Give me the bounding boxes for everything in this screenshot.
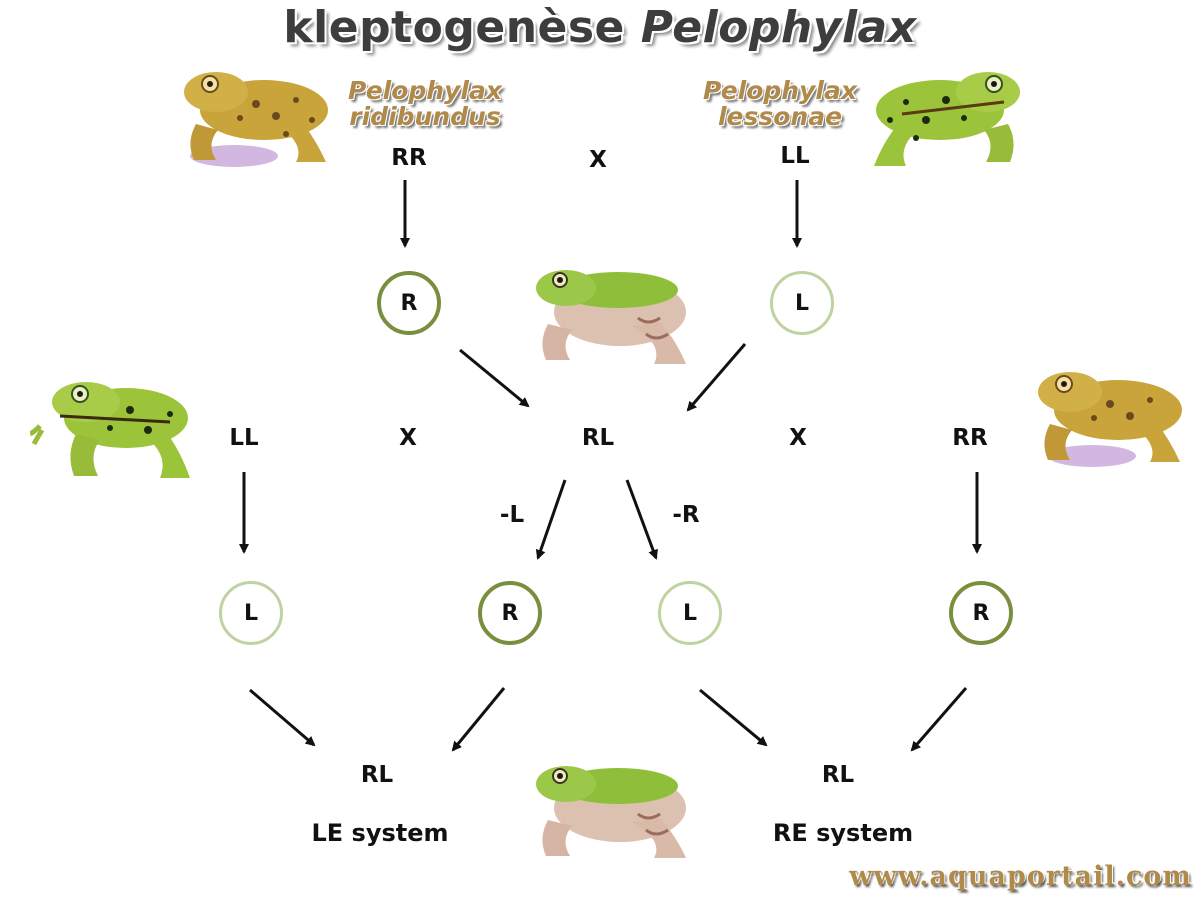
- genotype-rr-top: RR: [391, 145, 427, 171]
- page-title: kleptogenèse Pelophylax: [0, 2, 1200, 53]
- species-ridibundus-name: ridibundus: [349, 102, 501, 131]
- gamete-r-top: R: [377, 271, 441, 335]
- frog-hybrid-icon: [536, 766, 686, 858]
- frog-ridibundus-icon: [184, 72, 328, 167]
- cross-symbol-right: X: [789, 425, 807, 451]
- gamete-label: R: [501, 600, 519, 626]
- frog-lessonae-icon: [874, 72, 1020, 166]
- genotype-rl-re: RL: [821, 762, 855, 788]
- genotype-ll-top: LL: [780, 143, 810, 169]
- cross-symbol-left: X: [399, 425, 417, 451]
- genotype-rl-hybrid: RL: [581, 425, 615, 451]
- exclusion-minus-l: -L: [499, 502, 525, 528]
- frog-ridibundus-icon: [1038, 372, 1182, 467]
- gamete-label: R: [400, 290, 418, 316]
- arrow-l-to-rl: [686, 343, 747, 412]
- re-system-label: RE system: [772, 819, 914, 847]
- arrow-rl-minus-l: [535, 479, 567, 560]
- species-label-lessonae: Pelophylax lessonae: [695, 78, 865, 130]
- arrow-r-to-re: [910, 687, 968, 752]
- gamete-label: L: [682, 600, 698, 626]
- cross-symbol-top: X: [589, 147, 607, 173]
- gamete-label: L: [243, 600, 259, 626]
- species-label-ridibundus: Pelophylax ridibundus: [340, 78, 510, 130]
- arrow-r-to-le: [451, 687, 506, 752]
- genotype-ll-mid: LL: [229, 425, 259, 451]
- arrow-l-to-le: [249, 688, 316, 747]
- gamete-label: L: [794, 290, 810, 316]
- species-ridibundus-genus: Pelophylax: [348, 76, 502, 105]
- species-lessonae-name: lessonae: [717, 102, 843, 131]
- arrow-r-to-rl: [459, 348, 530, 408]
- gamete-l-bottom-1: L: [219, 581, 283, 645]
- exclusion-minus-r: -R: [672, 502, 700, 528]
- title-main: kleptogenèse: [283, 2, 625, 53]
- gamete-r-bottom-2: R: [478, 581, 542, 645]
- gamete-l-top: L: [770, 271, 834, 335]
- arrow-l-to-re: [699, 688, 768, 747]
- gamete-r-bottom-4: R: [949, 581, 1013, 645]
- species-lessonae-genus: Pelophylax: [703, 76, 857, 105]
- gamete-l-bottom-3: L: [658, 581, 722, 645]
- genotype-rr-mid: RR: [952, 425, 988, 451]
- site-watermark: www.aquaportail.com: [849, 861, 1192, 892]
- le-system-label: LE system: [311, 819, 449, 847]
- genotype-rl-le: RL: [360, 762, 394, 788]
- frog-hybrid-icon: [536, 270, 686, 364]
- arrow-rl-minus-r: [625, 479, 658, 560]
- frog-lessonae-icon: [30, 382, 190, 478]
- gamete-label: R: [972, 600, 990, 626]
- title-genus: Pelophylax: [640, 2, 917, 53]
